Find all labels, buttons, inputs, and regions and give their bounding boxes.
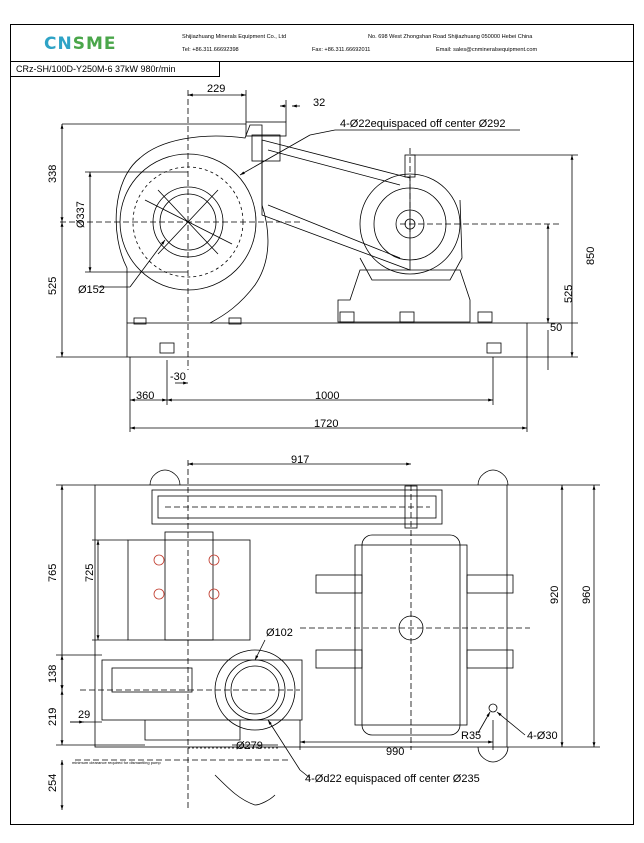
title-block-header: CNSME Shijiazhuang Minerals Equipment Co…	[10, 24, 634, 62]
dim-765: 765	[47, 564, 59, 582]
dim-337: Ø337	[75, 201, 87, 228]
clearance-note: minimum clearance required for dismantli…	[72, 760, 161, 765]
dim-917: 917	[291, 454, 309, 466]
company-tel: Tel: +86.311.66692398	[182, 47, 239, 53]
dim-4x30: 4-Ø30	[527, 730, 558, 742]
company-logo: CNSME	[44, 34, 117, 54]
bolt-note-top: 4-Ød22 equispaced off center Ø235	[305, 773, 480, 785]
dim-254: 254	[47, 774, 59, 792]
dim-360: 360	[136, 390, 154, 402]
dim-152: Ø152	[78, 284, 105, 296]
dim-138: 138	[47, 665, 59, 683]
dim-725: 725	[84, 564, 96, 582]
company-address: No. 698 West Zhongshan Road Shijiazhuang…	[368, 34, 533, 40]
company-name: Shijiazhuang Minerals Equipment Co., Ltd	[182, 34, 287, 40]
model-title: CRz-SH/100D-Y250M-6 37kW 980r/min	[10, 62, 220, 77]
dim-neg30: -30	[170, 371, 186, 383]
drawing-frame	[10, 24, 634, 825]
bolt-note-front: 4-Ø22equispaced off center Ø292	[340, 118, 506, 130]
dim-r35: R35	[461, 730, 481, 742]
dim-1000: 1000	[315, 390, 339, 402]
dim-1720: 1720	[314, 418, 338, 430]
dim-50: 50	[550, 322, 562, 334]
dim-102: Ø102	[266, 627, 293, 639]
dim-990: 990	[386, 746, 404, 758]
company-email: Email: sales@cnmineralsequipment.com	[436, 47, 538, 53]
top-view	[56, 460, 600, 810]
dim-279: Ø279	[236, 740, 263, 752]
dim-219: 219	[47, 708, 59, 726]
company-fax: Fax: +86.311.66692011	[312, 47, 371, 53]
dim-338: 338	[47, 165, 59, 183]
front-view	[56, 90, 578, 432]
dim-850: 850	[585, 247, 597, 265]
dim-920: 920	[549, 586, 561, 604]
dim-525-right: 525	[563, 285, 575, 303]
dim-32: 32	[313, 97, 325, 109]
dim-29: 29	[78, 709, 90, 721]
dim-525-left: 525	[47, 277, 59, 295]
dim-229: 229	[207, 83, 225, 95]
dim-960: 960	[581, 586, 593, 604]
